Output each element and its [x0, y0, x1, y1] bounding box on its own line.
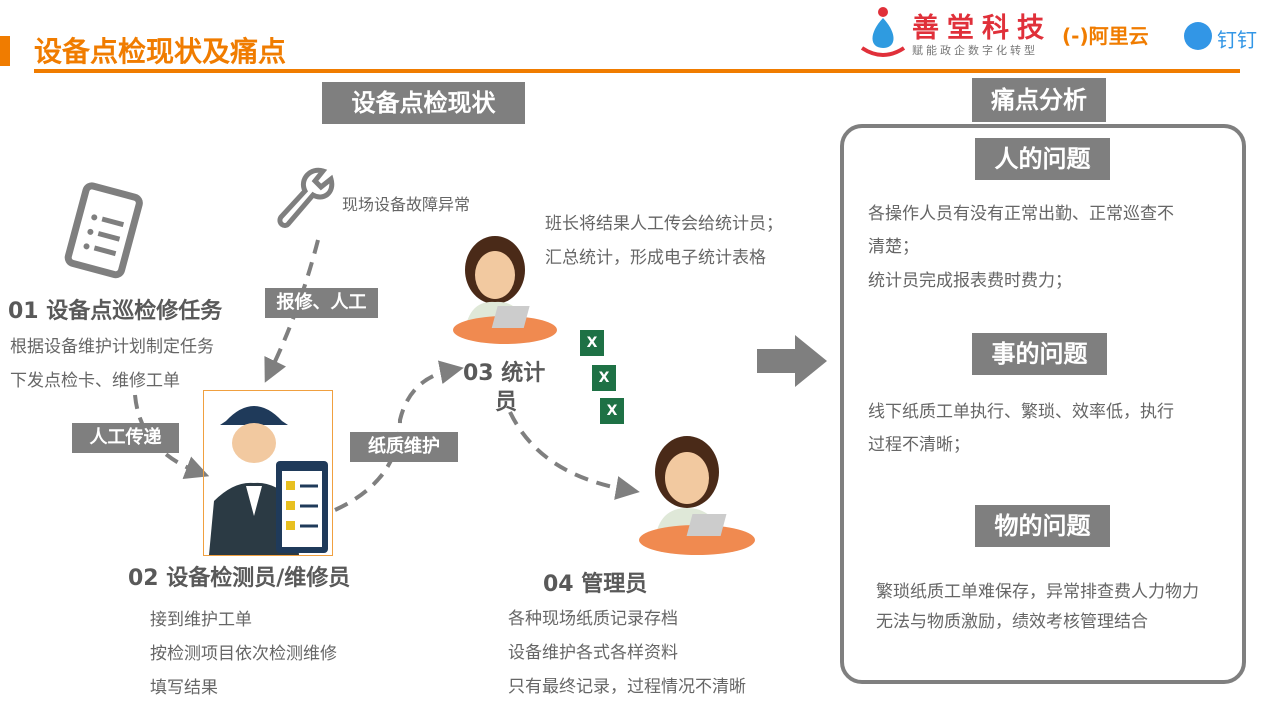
- fault-text: 现场设备故障异常: [342, 195, 471, 214]
- pain-material-line: 繁琐纸质工单难保存，异常排查费人力物力: [876, 582, 1199, 602]
- label-paper: 纸质维护: [350, 432, 458, 462]
- label-repair: 报修、人工: [265, 288, 378, 318]
- pain-points-panel: [840, 124, 1246, 684]
- brand-logo-icon: [858, 4, 908, 57]
- pain-material-line: 无法与物质激励，绩效考核管理结合: [876, 612, 1148, 632]
- step4-line: 只有最终记录，过程情况不清晰: [508, 677, 746, 697]
- step2-line: 接到维护工单: [150, 610, 252, 630]
- left-section-header: 设备点检现状: [322, 82, 525, 124]
- step2-title: 02 设备检测员/维修员: [128, 566, 351, 591]
- document-icon: [64, 182, 143, 279]
- step3-line: 班长将结果人工传会给统计员；: [545, 214, 783, 234]
- excel-icon: X: [600, 398, 624, 424]
- pain-people-line: 统计员完成报表费时费力；: [868, 271, 1072, 291]
- pain-process-line: 线下纸质工单执行、繁琐、效率低，执行: [868, 402, 1174, 422]
- step3-title: 03 统计: [463, 361, 546, 386]
- pain-process-line: 过程不清晰；: [868, 435, 970, 455]
- step4-line: 各种现场纸质记录存档: [508, 609, 678, 629]
- page-title: 设备点检现状及痛点: [34, 35, 287, 68]
- brand-name: 善堂科技: [912, 13, 1052, 44]
- title-divider: [34, 69, 1240, 73]
- worker-illustration: [203, 390, 333, 556]
- step4-line: 设备维护各式各样资料: [508, 643, 678, 663]
- wrench-icon: [277, 167, 335, 228]
- step3-title-cont: 员: [495, 390, 518, 415]
- excel-icon: X: [580, 330, 604, 356]
- label-manual: 人工传递: [72, 423, 179, 453]
- step1-line: 根据设备维护计划制定任务: [10, 337, 214, 357]
- aliyun-icon: (-): [1062, 24, 1089, 48]
- dingtalk-name: 钉钉: [1217, 28, 1257, 52]
- excel-icon: X: [592, 365, 616, 391]
- pain-people-line: 各操作人员有没有正常出勤、正常巡查不: [868, 204, 1174, 224]
- brand-slogan: 赋能政企数字化转型: [912, 44, 1038, 57]
- right-arrow-icon: [757, 335, 827, 387]
- pain-process-title: 事的问题: [972, 333, 1107, 375]
- step1-title: 01 设备点巡检修任务: [8, 299, 223, 324]
- pain-material-title: 物的问题: [975, 505, 1110, 547]
- step4-title: 04 管理员: [543, 572, 648, 597]
- title-accent-bar: [0, 36, 10, 66]
- dingtalk-icon: [1184, 22, 1212, 50]
- pain-people-title: 人的问题: [975, 138, 1110, 180]
- step2-line: 按检测项目依次检测维修: [150, 644, 337, 664]
- step3-line: 汇总统计，形成电子统计表格: [545, 248, 766, 268]
- step2-line: 填写结果: [150, 678, 218, 698]
- aliyun-name: 阿里云: [1088, 24, 1149, 48]
- pain-people-line: 清楚；: [868, 237, 919, 257]
- right-section-header: 痛点分析: [972, 78, 1106, 122]
- statistician-illustration: [453, 236, 557, 344]
- step1-line: 下发点检卡、维修工单: [10, 371, 180, 391]
- manager-illustration: [639, 436, 755, 555]
- aliyun-logo: (-)阿里云: [1062, 20, 1149, 49]
